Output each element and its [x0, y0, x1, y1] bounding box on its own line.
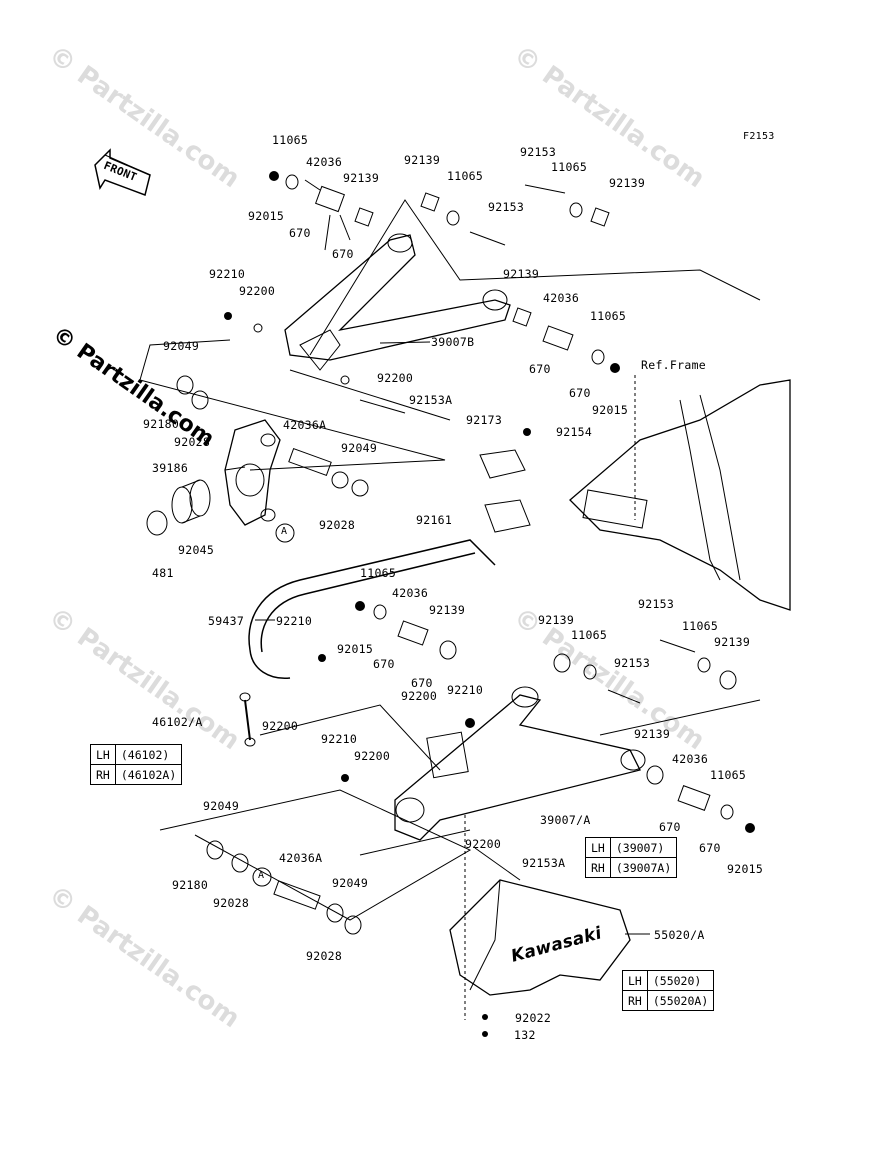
ref-part-rh: (46102A) [114, 764, 183, 785]
part-label: 92153A [522, 856, 566, 870]
part-label: 670 [529, 362, 551, 376]
part-label: 39186 [152, 461, 189, 475]
part-label: 92210 [321, 732, 358, 746]
ref-side-lh: LH [90, 744, 116, 765]
part-label: 670 [659, 820, 681, 834]
ref-table-55020: LH (55020) RH (55020A) [622, 970, 715, 1011]
part-label: 92210 [447, 683, 484, 697]
part-label: 92015 [592, 403, 629, 417]
part-label: 92153 [488, 200, 525, 214]
part-label: 11065 [272, 133, 309, 147]
part-label: 92028 [319, 518, 356, 532]
circle-marker-a: A [281, 526, 288, 537]
part-label: 92200 [465, 837, 502, 851]
ref-side-lh: LH [622, 970, 648, 991]
part-label: 92139 [714, 635, 751, 649]
ref-side-lh: LH [585, 837, 611, 858]
ref-part-lh: (46102) [114, 744, 183, 765]
part-label: 92161 [416, 513, 453, 527]
part-label: 42036 [306, 155, 343, 169]
ref-side-rh: RH [585, 857, 611, 878]
ref-part-rh: (55020A) [646, 990, 715, 1011]
part-label: 670 [373, 657, 395, 671]
part-label: 92210 [209, 267, 246, 281]
part-label: 92139 [538, 613, 575, 627]
part-label: 42036 [392, 586, 429, 600]
part-label: 670 [411, 676, 433, 690]
part-label: 92139 [429, 603, 466, 617]
part-label: 670 [289, 226, 311, 240]
part-label: 92180 [143, 417, 180, 431]
part-label: 670 [569, 386, 591, 400]
part-label: 11065 [551, 160, 588, 174]
ref-table-46102: LH (46102) RH (46102A) [90, 744, 183, 785]
ref-frame-label: Ref.Frame [641, 358, 707, 372]
part-label: 92153 [614, 656, 651, 670]
part-label: 46102/A [152, 715, 203, 729]
part-label: 670 [699, 841, 721, 855]
part-label: 92139 [609, 176, 646, 190]
circle-marker-a: A [258, 870, 265, 881]
part-label: 92200 [262, 719, 299, 733]
part-label: 92045 [178, 543, 215, 557]
part-label: 42036A [279, 851, 323, 865]
part-label: 132 [514, 1028, 536, 1042]
part-label: 92210 [276, 614, 313, 628]
part-label: 11065 [590, 309, 627, 323]
ref-side-rh: RH [90, 764, 116, 785]
part-label: 92180 [172, 878, 209, 892]
part-label: 92200 [401, 689, 438, 703]
part-label: 92153A [409, 393, 453, 407]
part-label: 11065 [682, 619, 719, 633]
ref-side-rh: RH [622, 990, 648, 1011]
part-label: 92200 [354, 749, 391, 763]
part-label: 59437 [208, 614, 245, 628]
part-label: 92139 [343, 171, 380, 185]
part-label: 92139 [503, 267, 540, 281]
part-label: 92015 [248, 209, 285, 223]
part-label: 92015 [337, 642, 374, 656]
part-label: 42036 [543, 291, 580, 305]
ref-table-39007: LH (39007) RH (39007A) [585, 837, 678, 878]
part-label: 92049 [332, 876, 369, 890]
ref-part-lh: (55020) [646, 970, 715, 991]
part-label: 39007/A [540, 813, 591, 827]
part-label: 11065 [571, 628, 608, 642]
part-label: 39007B [431, 335, 475, 349]
part-label: 92139 [404, 153, 441, 167]
part-label: 55020/A [654, 928, 705, 942]
part-label: 92200 [377, 371, 414, 385]
part-label: 92022 [515, 1011, 552, 1025]
part-label: 42036 [672, 752, 709, 766]
part-label: 92139 [634, 727, 671, 741]
part-label: 92049 [203, 799, 240, 813]
ref-part-lh: (39007) [609, 837, 678, 858]
part-label: 92153 [638, 597, 675, 611]
part-label: 92028 [213, 896, 250, 910]
part-label: 92200 [239, 284, 276, 298]
diagram-code: F2153 [743, 131, 775, 142]
part-label: 92153 [520, 145, 557, 159]
part-label: 11065 [447, 169, 484, 183]
part-label: 92049 [163, 339, 200, 353]
part-label: 92028 [174, 435, 211, 449]
part-label: 670 [332, 247, 354, 261]
part-label: 11065 [710, 768, 747, 782]
part-label: 92049 [341, 441, 378, 455]
part-label: 92173 [466, 413, 503, 427]
part-label: 481 [152, 566, 174, 580]
part-label: 92154 [556, 425, 593, 439]
part-label: 42036A [283, 418, 327, 432]
part-label: 92015 [727, 862, 764, 876]
part-label: 92028 [306, 949, 343, 963]
part-label: 11065 [360, 566, 397, 580]
ref-part-rh: (39007A) [609, 857, 678, 878]
